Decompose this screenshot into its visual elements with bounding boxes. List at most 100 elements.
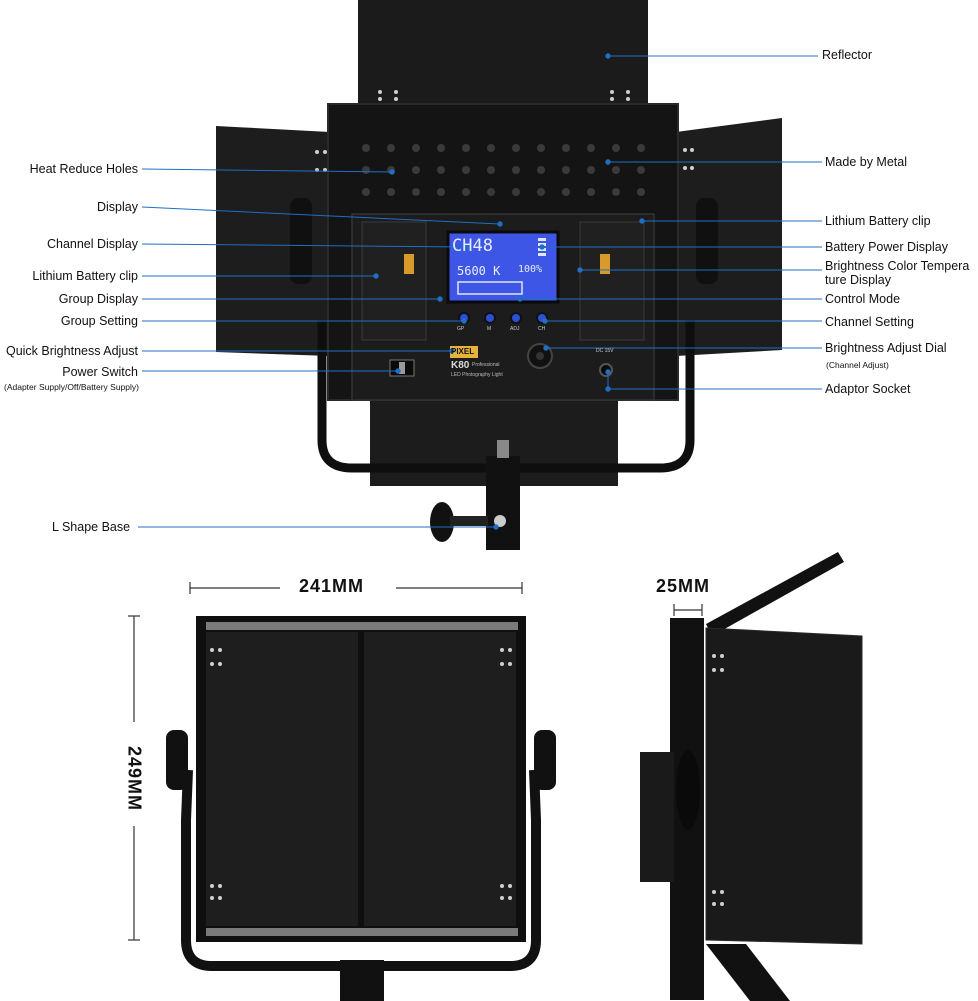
heat-hole — [462, 144, 470, 152]
heat-hole — [437, 188, 445, 196]
leader-line — [141, 168, 393, 173]
flap-rivets-top — [378, 90, 630, 101]
leader-dot — [395, 368, 401, 374]
l-shape-base-knob — [430, 502, 454, 542]
heat-hole — [412, 188, 420, 196]
top-reflector-flap — [358, 0, 648, 104]
label-channel-setting: Channel Setting — [825, 315, 914, 329]
leader-dot — [449, 348, 455, 354]
heat-hole — [587, 166, 595, 174]
label-lithium-battery-clip-right: Lithium Battery clip — [825, 214, 931, 228]
lcd-display — [446, 230, 560, 304]
heat-hole — [537, 144, 545, 152]
label-control-mode: Control Mode — [825, 292, 901, 306]
model-sub2-text: LED Photography Light — [451, 372, 503, 378]
heat-hole — [362, 166, 370, 174]
heat-hole — [612, 144, 620, 152]
heat-hole — [512, 166, 520, 174]
brand-badge — [450, 346, 478, 358]
brand-text: PIXEL — [451, 347, 475, 356]
heat-hole — [637, 166, 645, 174]
model-text: K80 — [451, 360, 470, 371]
heat-hole — [637, 188, 645, 196]
heat-hole — [462, 166, 470, 174]
leader-dot — [389, 169, 395, 175]
lcd-color-temp: 5600 K — [457, 264, 501, 278]
leader-line — [141, 243, 469, 248]
right-side-flap — [676, 118, 782, 356]
label-adaptor-socket: Adaptor Socket — [825, 382, 911, 396]
heat-hole — [462, 188, 470, 196]
heat-hole — [362, 144, 370, 152]
side-view-barn-door — [705, 627, 863, 945]
heat-hole — [562, 166, 570, 174]
heat-hole — [562, 188, 570, 196]
heat-hole — [412, 166, 420, 174]
label-brightness-color-temp-1: Brightness Color Tempera — [825, 259, 970, 273]
label-quick-brightness-adjust: Quick Brightness Adjust — [5, 344, 138, 358]
model-sub-text: Professional — [472, 362, 500, 368]
label-reflector: Reflector — [822, 48, 873, 62]
leader-dot — [605, 159, 611, 165]
label-group-display: Group Display — [58, 292, 138, 306]
dimension-width: 241MM — [299, 576, 365, 596]
label-heat-reduce-holes: Heat Reduce Holes — [29, 162, 138, 176]
lcd-brightness: 100% — [518, 264, 543, 275]
leader-dot — [577, 267, 583, 273]
label-battery-power-display: Battery Power Display — [825, 240, 948, 254]
label-made-by-metal: Made by Metal — [825, 155, 907, 169]
leader-dot — [437, 296, 443, 302]
heat-hole — [487, 188, 495, 196]
heat-hole — [587, 188, 595, 196]
leader-dot — [539, 244, 545, 250]
leader-line — [141, 206, 501, 225]
button-label-m: M — [487, 326, 492, 332]
heat-hole — [512, 188, 520, 196]
label-l-shape-base: L Shape Base — [52, 520, 131, 534]
leader-dot — [542, 318, 548, 324]
socket-label: DC 15V — [596, 348, 614, 354]
heat-hole — [612, 188, 620, 196]
leader-dot — [543, 345, 549, 351]
label-power-switch: Power Switch — [62, 365, 138, 379]
battery-clip-right — [579, 221, 645, 341]
leader-dot — [373, 273, 379, 279]
side-view-top-flap — [706, 552, 844, 636]
button-label-adj: ADJ — [510, 326, 520, 332]
leader-dot — [605, 369, 611, 375]
label-channel-display: Channel Display — [46, 237, 138, 251]
dimension-height: 249MM — [124, 745, 145, 812]
label-group-setting: Group Setting — [60, 314, 138, 328]
heat-hole — [537, 188, 545, 196]
heat-hole — [437, 144, 445, 152]
battery-clip-left — [361, 221, 427, 341]
label-lithium-battery-clip-left: Lithium Battery clip — [32, 269, 138, 283]
label-brightness-color-temp-2: ture Display — [825, 273, 891, 287]
heat-hole — [587, 144, 595, 152]
leader-dot — [605, 53, 611, 59]
label-power-switch-sub: (Adapter Supply/Off/Battery Supply) — [4, 382, 139, 392]
leader-dot — [465, 244, 471, 250]
heat-hole — [487, 144, 495, 152]
label-brightness-adjust-dial: Brightness Adjust Dial — [825, 341, 947, 355]
dimension-depth: 25MM — [656, 576, 711, 596]
heat-hole — [487, 166, 495, 174]
heat-hole — [512, 144, 520, 152]
leader-dot — [639, 218, 645, 224]
button-label-ch: CH — [538, 326, 546, 332]
heat-hole — [437, 166, 445, 174]
heat-hole — [387, 188, 395, 196]
label-brightness-adjust-dial-sub: (Channel Adjust) — [826, 360, 889, 370]
heat-hole — [562, 144, 570, 152]
button-label-gp: GP — [457, 326, 465, 332]
label-display: Display — [97, 200, 138, 214]
heat-hole — [412, 144, 420, 152]
leader-lines — [138, 53, 822, 530]
heat-hole — [612, 166, 620, 174]
adaptor-socket — [599, 363, 613, 377]
heat-hole — [362, 188, 370, 196]
heat-hole — [637, 144, 645, 152]
heat-hole — [537, 166, 545, 174]
leader-dot — [493, 524, 499, 530]
